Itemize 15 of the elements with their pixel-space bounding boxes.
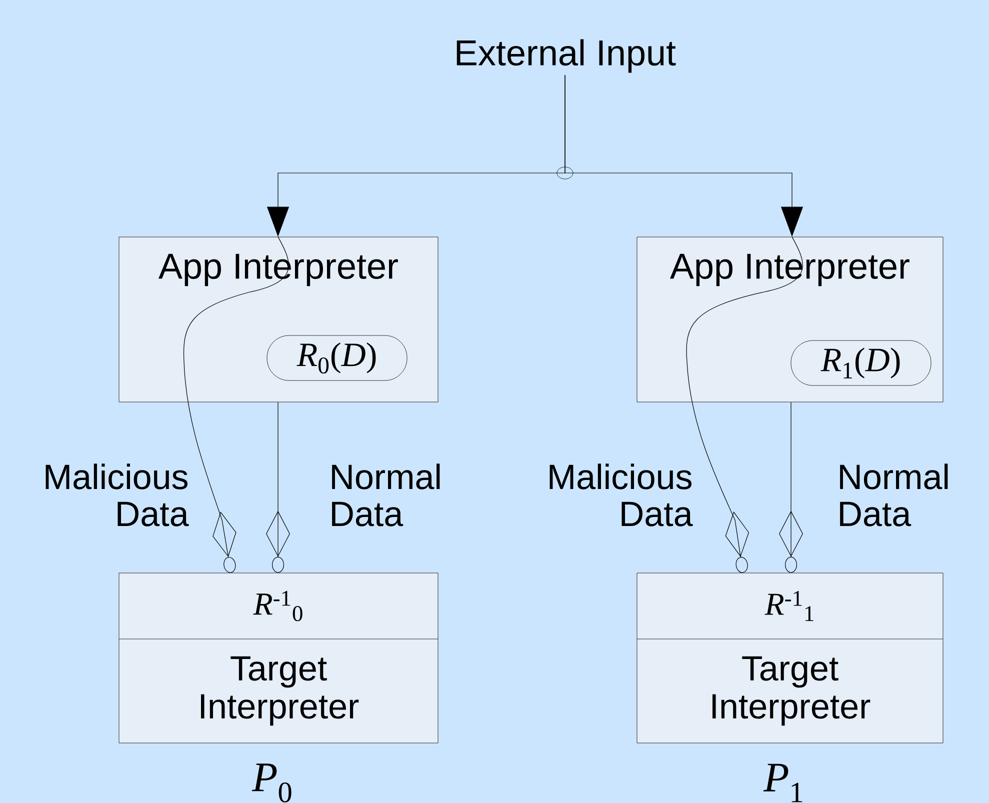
rule-pill: R$_{0}$(D) (266, 335, 408, 381)
connector (266, 402, 290, 573)
rule-pill: R$_{1}$(D) (790, 340, 932, 386)
process-label: P$_{1}$ (763, 764, 802, 802)
process-label: P$_{0}$ (252, 764, 292, 802)
target-box: R$^{-1}$0 Target Interpreter (118, 572, 438, 744)
input-label: External Input (456, 39, 676, 73)
edge-label: Normal Data (332, 464, 440, 526)
target-box: R$^{-1}$1 Target Interpreter (636, 572, 944, 744)
connector (183, 236, 289, 573)
connector (779, 402, 803, 573)
edge-label: Malicious Data (550, 464, 693, 526)
edge-label: Malicious Data (46, 464, 189, 526)
connector (686, 236, 803, 573)
edge-label: Normal Data (840, 464, 948, 526)
